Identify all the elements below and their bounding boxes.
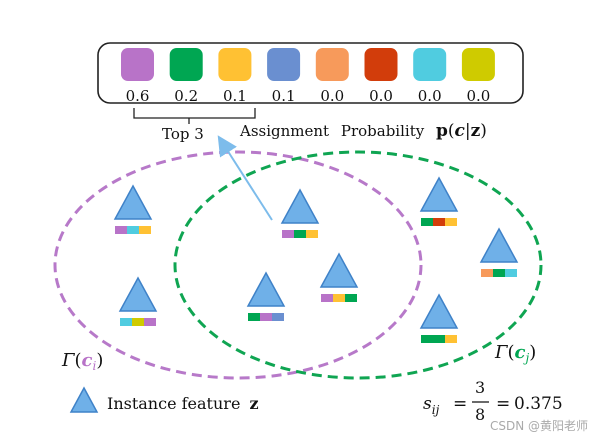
probability-swatches	[121, 48, 495, 81]
instance-triangle-icon	[113, 184, 153, 220]
code-cell-green	[345, 294, 357, 302]
sim-s: sij	[423, 394, 440, 417]
caption-p: p	[436, 121, 448, 141]
instance-7	[479, 227, 519, 277]
swatch-purple	[121, 48, 154, 81]
set-ci-close: )	[96, 350, 103, 371]
code-cell-green	[421, 335, 433, 343]
code-cell-purple	[282, 230, 294, 238]
instance-5	[319, 252, 359, 302]
set-cj-open: (	[508, 342, 515, 363]
instance-triangle-icon	[280, 188, 320, 224]
set-label-cj: Γ(cj)	[494, 342, 536, 365]
instance-8	[419, 293, 459, 343]
code-cell-purple	[115, 226, 127, 234]
cluster-ci-ellipse	[53, 150, 423, 380]
set-cj-c: c	[515, 342, 526, 363]
caption-word-assignment: Assignment	[239, 122, 329, 140]
sim-result: 0.375	[514, 394, 563, 414]
code-cell-blue	[272, 313, 284, 321]
code-cell-cyan	[127, 226, 139, 234]
legend-text: Instance feature	[107, 394, 240, 413]
probability-value-green: 0.2	[174, 87, 198, 105]
caption-close-paren: )	[480, 121, 487, 141]
sim-denominator: 8	[475, 405, 485, 424]
probability-values: 0.6 0.2 0.1 0.1 0.0 0.0 0.0 0.0	[126, 87, 491, 105]
swatch-yellow	[218, 48, 252, 81]
set-label-ci: Γ(ci)	[61, 350, 103, 373]
instance-triangle-icon	[419, 293, 459, 329]
caption-z: z	[471, 121, 481, 141]
set-cj-gamma: Γ	[494, 342, 509, 363]
code-cell-purple	[321, 294, 333, 302]
code-cell-purple	[144, 318, 156, 326]
probability-value-purple: 0.6	[126, 87, 150, 105]
code-cell-yellow	[139, 226, 151, 234]
code-cell-green	[421, 218, 433, 226]
set-cj-sub: j	[523, 351, 530, 365]
code-cell-yellow	[445, 335, 457, 343]
code-cell-green	[433, 335, 445, 343]
caption-bar: |	[465, 121, 471, 141]
set-ci-sub: i	[93, 359, 97, 373]
probability-value-red: 0.0	[369, 87, 393, 105]
set-cj-close: )	[529, 342, 536, 363]
top3-label: Top 3	[162, 125, 204, 143]
probability-value-yellow: 0.1	[223, 87, 247, 105]
watermark: CSDN @黄阳老师	[490, 419, 588, 433]
instance-triangle-icon	[118, 276, 158, 312]
instance-1	[113, 184, 153, 234]
probability-value-cyan: 0.0	[418, 87, 442, 105]
instance-2	[118, 276, 158, 326]
code-cell-yellow	[333, 294, 345, 302]
set-ci-gamma: Γ	[61, 350, 76, 371]
caption-open-paren: (	[448, 121, 455, 141]
swatch-cyan	[413, 48, 447, 81]
swatch-green	[169, 48, 203, 81]
top3-bracket	[133, 108, 256, 119]
code-cell-purple	[260, 313, 272, 321]
code-cell-yellow	[306, 230, 318, 238]
instance-triangle-icon	[319, 252, 359, 288]
instance-triangle-icon	[419, 176, 459, 212]
instance-3	[280, 188, 320, 238]
swatch-orange	[315, 48, 349, 81]
instance-triangle-icon	[246, 271, 286, 307]
sim-eq2: =	[496, 394, 510, 414]
instance-triangle-icon	[479, 227, 519, 263]
code-cell-red	[433, 218, 445, 226]
sim-eq1: =	[453, 394, 467, 414]
legend-triangle-icon	[69, 386, 99, 413]
instance-6	[419, 176, 459, 226]
code-cell-green	[294, 230, 306, 238]
instance-features	[113, 176, 519, 343]
swatch-blue	[267, 48, 301, 81]
assignment-arrow	[217, 135, 273, 221]
cluster-cj-ellipse	[173, 150, 543, 380]
code-cell-cyan	[505, 269, 517, 277]
probability-value-orange: 0.0	[320, 87, 344, 105]
code-cell-cyan	[120, 318, 132, 326]
caption-c: c	[455, 121, 466, 141]
swatch-red	[364, 48, 398, 81]
legend-label: Instance feature z	[107, 394, 259, 413]
caption-word-probability: Probability	[341, 122, 425, 140]
probability-value-olive: 0.0	[466, 87, 490, 105]
probability-bar-frame	[97, 42, 524, 104]
code-cell-yellow	[445, 218, 457, 226]
swatch-olive	[461, 48, 495, 81]
instance-4	[246, 271, 286, 321]
code-cell-green	[493, 269, 505, 277]
code-cell-green	[248, 313, 260, 321]
legend-var: z	[250, 394, 259, 413]
code-cell-orange	[481, 269, 493, 277]
probability-value-blue: 0.1	[272, 87, 296, 105]
assignment-caption: Assignment Probability p(c|z)	[239, 121, 487, 141]
code-cell-olive	[132, 318, 144, 326]
set-ci-c: c	[82, 350, 93, 371]
set-ci-open: (	[75, 350, 82, 371]
sim-sub: ij	[432, 403, 440, 417]
sim-numerator: 3	[475, 378, 485, 397]
